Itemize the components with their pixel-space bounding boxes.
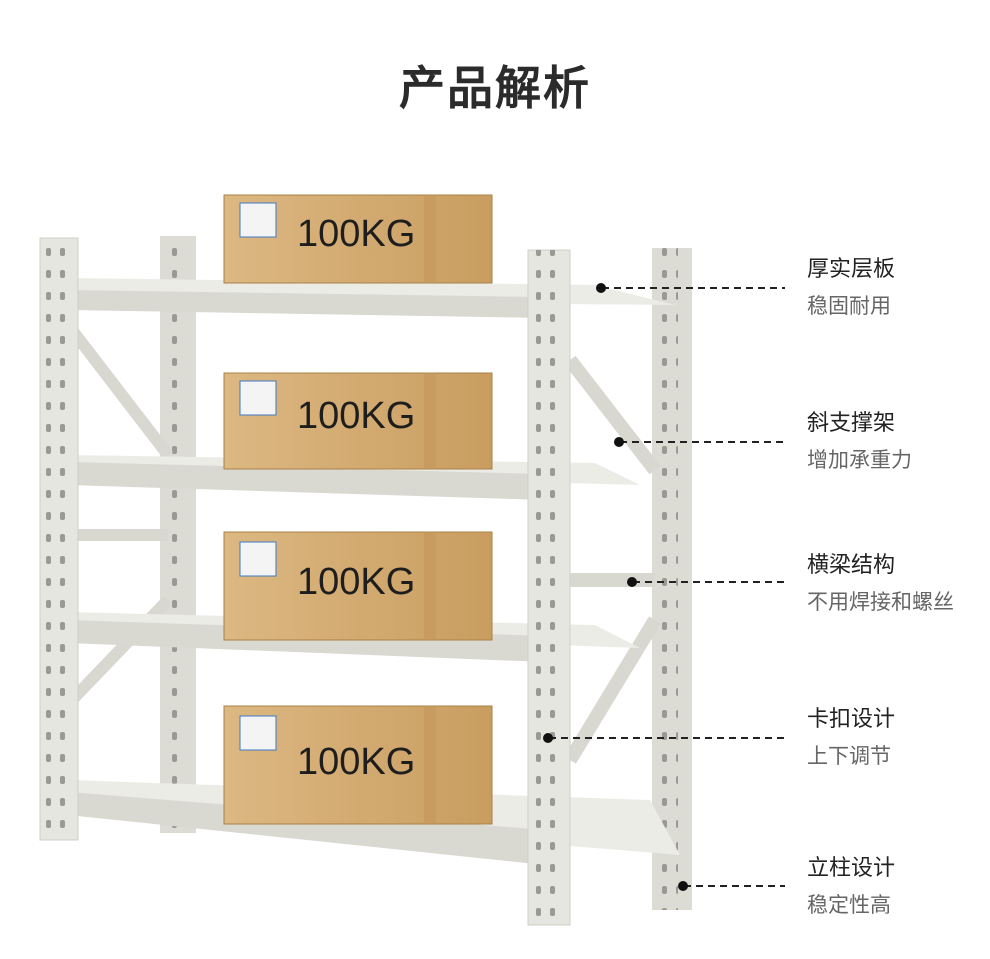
feature-shelf-board: 厚实层板 稳固耐用 <box>807 255 895 321</box>
right-side-braces <box>564 355 661 764</box>
feature-heading: 厚实层板 <box>807 257 896 282</box>
callout-dot-2 <box>614 437 624 447</box>
box-third: 100KG <box>223 531 493 641</box>
callout-dot-4 <box>543 733 553 743</box>
shelf-level-1 <box>68 278 675 318</box>
feature-clip-design: 卡扣设计 上下调节 <box>807 705 895 771</box>
box-weight-label: 100KG <box>297 741 415 783</box>
callout-dot-5 <box>678 881 688 891</box>
feature-heading: 立柱设计 <box>807 856 896 881</box>
page-title: 产品解析 <box>399 61 591 115</box>
box-second: 100KG <box>223 372 493 470</box>
box-bottom: 100KG <box>223 705 493 825</box>
back-post-left <box>160 236 196 833</box>
front-post-right <box>527 249 571 926</box>
feature-crossbeam: 横梁结构 不用焊接和螺丝 <box>807 551 954 617</box>
feature-heading: 横梁结构 <box>807 553 896 578</box>
feature-subtext: 增加承重力 <box>807 448 912 472</box>
shelf-level-2 <box>68 455 640 500</box>
box-weight-label: 100KG <box>297 561 415 603</box>
back-post-right <box>652 248 692 910</box>
feature-subtext: 上下调节 <box>807 744 891 768</box>
feature-diagonal-brace: 斜支撑架 增加承重力 <box>807 409 912 475</box>
front-post-left <box>39 237 79 841</box>
feature-upright-post: 立柱设计 稳定性高 <box>807 854 895 920</box>
feature-subtext: 稳固耐用 <box>807 294 891 318</box>
callout-dot-3 <box>627 577 637 587</box>
box-weight-label: 100KG <box>297 395 415 437</box>
callout-lines <box>549 287 785 887</box>
callout-dots <box>543 283 688 891</box>
box-top: 100KG <box>223 194 493 284</box>
box-weight-label: 100KG <box>297 213 415 255</box>
callout-dot-1 <box>596 283 606 293</box>
feature-subtext: 稳定性高 <box>807 893 891 917</box>
feature-heading: 卡扣设计 <box>807 707 896 732</box>
feature-heading: 斜支撑架 <box>807 411 896 436</box>
feature-subtext: 不用焊接和螺丝 <box>807 590 954 614</box>
